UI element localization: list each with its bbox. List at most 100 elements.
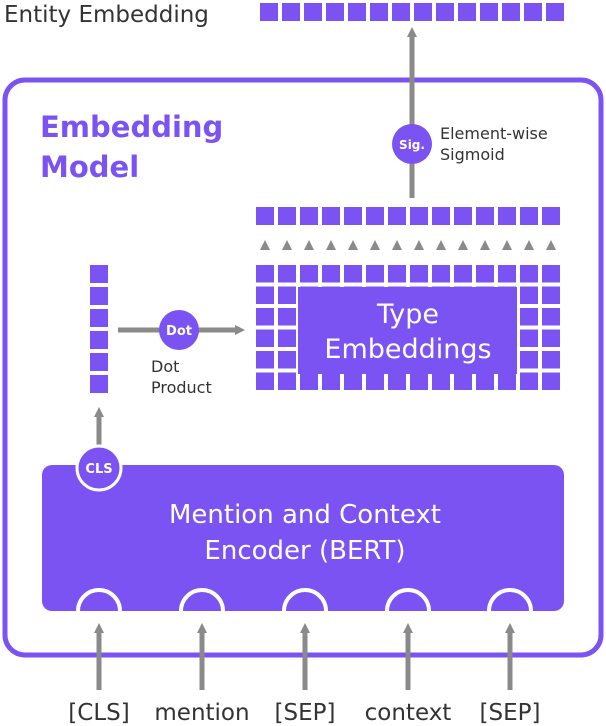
up-arrow-icon: [502, 240, 512, 250]
dot-badge: [159, 310, 199, 350]
up-arrow-icon: [304, 240, 314, 250]
type-cell: [344, 372, 362, 390]
input-port: [487, 588, 533, 612]
type-cell: [278, 351, 296, 369]
cls-cell: [90, 375, 108, 393]
type-cell: [542, 329, 560, 347]
type-cell: [542, 372, 560, 390]
input-token-label: [SEP]: [480, 700, 541, 726]
type-cell: [278, 329, 296, 347]
type-cell: [256, 329, 274, 347]
reduction-arrows: [260, 240, 556, 250]
input-tokens: [CLS]mention[SEP]context[SEP]: [68, 588, 541, 726]
type-cell: [542, 351, 560, 369]
type-embeddings-panel: [298, 287, 517, 374]
encoder-label-line1: Mention and Context: [169, 500, 441, 530]
up-arrow-icon: [414, 240, 424, 250]
input-port: [282, 588, 328, 612]
type-cell: [366, 265, 384, 283]
type-cell: [520, 286, 538, 304]
type-cell: [410, 372, 428, 390]
vector-cell: [392, 3, 410, 21]
vector-cell: [524, 3, 542, 21]
type-cell: [520, 308, 538, 326]
up-arrow-icon: [282, 240, 292, 250]
up-arrow-icon: [480, 240, 490, 250]
entity-embedding-label: Entity Embedding: [4, 2, 209, 28]
up-arrow-icon: [260, 240, 270, 250]
vector-cell: [282, 3, 300, 21]
sigmoid-badge-label: Sig.: [399, 138, 425, 152]
vector-cell: [370, 3, 388, 21]
score-vector: [256, 207, 560, 225]
type-embeddings-line1: Type: [376, 299, 439, 330]
vector-cell: [326, 3, 344, 21]
score-cell: [388, 207, 406, 225]
cls-vector: [90, 265, 108, 393]
cls-cell: [90, 287, 108, 305]
up-arrow-icon: [326, 240, 336, 250]
type-cell: [432, 372, 450, 390]
score-cell: [498, 207, 516, 225]
cls-badge: [75, 444, 123, 492]
vector-cell: [260, 3, 278, 21]
type-cell: [498, 265, 516, 283]
type-cell: [300, 265, 318, 283]
type-cell: [366, 372, 384, 390]
vector-cell: [304, 3, 322, 21]
type-cell: [542, 308, 560, 326]
cls-badge-label: CLS: [85, 462, 112, 477]
type-cell: [476, 372, 494, 390]
dot-product-line2: Product: [151, 378, 212, 397]
input-port: [385, 588, 431, 612]
type-cell: [256, 265, 274, 283]
sigmoid-label-line1: Element-wise: [440, 124, 548, 143]
score-cell: [454, 207, 472, 225]
type-cell: [278, 265, 296, 283]
encoder-label-line2: Encoder (BERT): [204, 536, 405, 566]
score-cell: [410, 207, 428, 225]
type-cell: [432, 265, 450, 283]
type-cell: [300, 372, 318, 390]
vector-cell: [502, 3, 520, 21]
vector-cell: [414, 3, 432, 21]
type-cell: [520, 372, 538, 390]
up-arrow-icon: [370, 240, 380, 250]
up-arrow-icon: [392, 240, 402, 250]
type-cell: [454, 265, 472, 283]
score-cell: [520, 207, 538, 225]
cls-cell: [90, 309, 108, 327]
vector-cell: [348, 3, 366, 21]
score-cell: [256, 207, 274, 225]
vector-cell: [480, 3, 498, 21]
sigmoid-badge: [392, 124, 432, 164]
type-cell: [454, 372, 472, 390]
type-cell: [542, 286, 560, 304]
up-arrow-icon: [524, 240, 534, 250]
cls-cell: [90, 265, 108, 283]
encoder-box: [42, 465, 564, 611]
type-cell: [388, 372, 406, 390]
vector-cell: [458, 3, 476, 21]
type-cell: [520, 329, 538, 347]
score-cell: [476, 207, 494, 225]
type-cell: [256, 351, 274, 369]
score-cell: [366, 207, 384, 225]
input-port: [179, 588, 225, 612]
type-cell: [322, 372, 340, 390]
input-token-label: mention: [154, 700, 249, 726]
up-arrow-icon: [546, 240, 556, 250]
model-title-line1: Embedding: [40, 110, 223, 144]
type-cell: [278, 286, 296, 304]
type-cell: [278, 372, 296, 390]
entity-embedding-vector: [260, 3, 564, 21]
up-arrow-icon: [348, 240, 358, 250]
type-cell: [322, 265, 340, 283]
score-cell: [300, 207, 318, 225]
score-cell: [542, 207, 560, 225]
vector-cell: [436, 3, 454, 21]
input-port: [76, 588, 122, 612]
cls-cell: [90, 353, 108, 371]
sigmoid-label-line2: Sigmoid: [440, 145, 505, 164]
